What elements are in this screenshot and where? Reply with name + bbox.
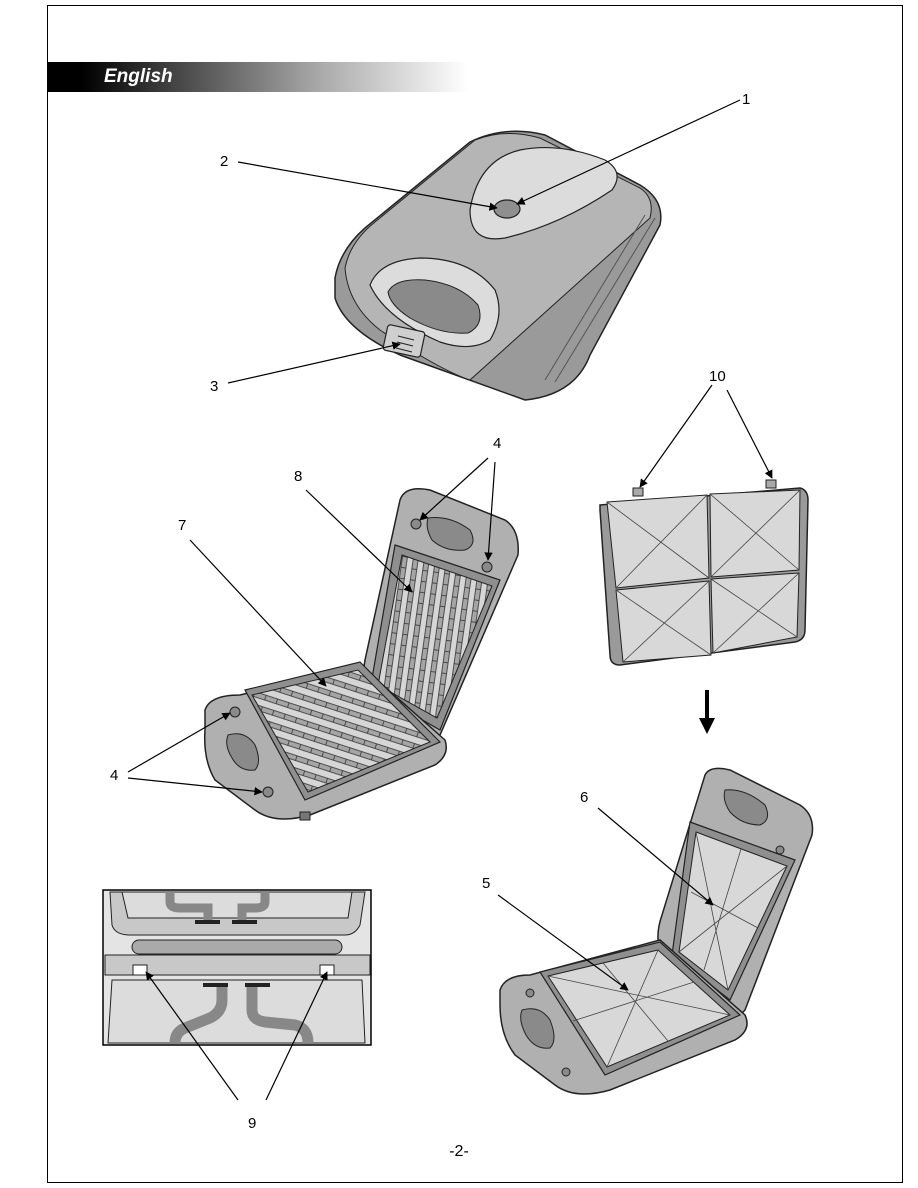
sandwich-plate-illustration — [600, 480, 808, 665]
callout-4-left: 4 — [110, 767, 118, 784]
closed-appliance-illustration — [335, 131, 661, 400]
callout-4-top: 4 — [493, 435, 501, 452]
callout-1: 1 — [742, 91, 750, 108]
down-arrow-icon — [699, 690, 715, 734]
hinge-detail-illustration — [103, 890, 371, 1045]
callout-3: 3 — [210, 378, 218, 395]
callout-2: 2 — [220, 153, 228, 170]
callout-9: 9 — [248, 1115, 256, 1132]
callout-10: 10 — [709, 368, 726, 385]
open-grill-illustration — [205, 489, 519, 820]
page-number: -2- — [0, 1143, 918, 1161]
callout-8: 8 — [294, 468, 302, 485]
callout-7: 7 — [178, 517, 186, 534]
callout-6: 6 — [580, 789, 588, 806]
callout-5: 5 — [482, 875, 490, 892]
